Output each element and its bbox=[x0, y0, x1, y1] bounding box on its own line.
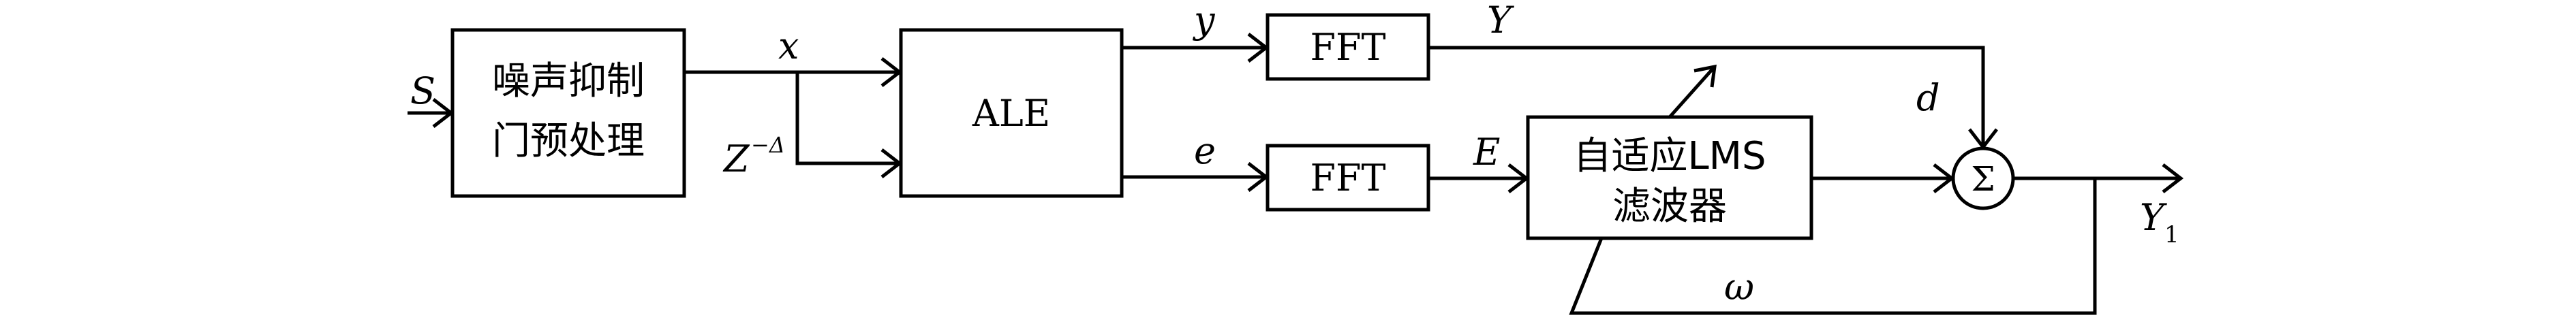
fft-bottom-label: FFT bbox=[1310, 157, 1386, 199]
Y-to-summer-path bbox=[1428, 46, 1998, 150]
ale-label: ALE bbox=[972, 92, 1050, 135]
adaptive-lms-filter-block: 自适应LMS 滤波器 bbox=[1526, 115, 1813, 240]
noise-suppression-label-line2: 门预处理 bbox=[492, 119, 645, 163]
adaptive-lms-label-line1: 自适应LMS bbox=[1573, 134, 1766, 178]
lms-to-summer-path bbox=[1811, 163, 1955, 193]
signal-S-label: S bbox=[410, 69, 435, 112]
signal-E-label: E bbox=[1473, 131, 1500, 174]
output-subscript: 1 bbox=[2164, 221, 2179, 248]
fft-top-block: FFT bbox=[1266, 13, 1430, 81]
output-path bbox=[2014, 163, 2184, 193]
delay-base: Z bbox=[722, 137, 750, 180]
signal-y-label: y bbox=[1193, 0, 1216, 42]
fft-bottom-block: FFT bbox=[1266, 144, 1430, 212]
fft-top-label: FFT bbox=[1310, 26, 1386, 69]
e-signal-path bbox=[1122, 162, 1270, 192]
signal-e-label: e bbox=[1194, 129, 1216, 172]
signal-Y-label: Y bbox=[1487, 0, 1514, 42]
E-signal-path bbox=[1428, 163, 1530, 193]
delay-label: Z −Δ bbox=[722, 132, 785, 180]
sigma-symbol: Σ bbox=[1971, 159, 1995, 199]
adaptive-lms-label-line2: 滤波器 bbox=[1612, 184, 1727, 229]
ale-block: ALE bbox=[899, 28, 1124, 198]
signal-omega-label: ω bbox=[1724, 265, 1754, 308]
output-Y-base: Y bbox=[2140, 196, 2167, 239]
adaptation-arrow bbox=[1668, 64, 1717, 118]
summing-junction: Σ bbox=[1951, 146, 2015, 210]
signal-x-label: x bbox=[778, 25, 799, 67]
y-signal-path bbox=[1122, 33, 1270, 63]
signal-d-label: d bbox=[1916, 76, 1940, 119]
delay-exponent: −Δ bbox=[751, 132, 785, 158]
noise-suppression-label-line1: 噪声抑制 bbox=[492, 59, 645, 103]
x-signal-path bbox=[684, 57, 903, 178]
noise-suppression-block: 噪声抑制 门预处理 bbox=[450, 28, 686, 198]
feedback-omega-path bbox=[1569, 178, 2097, 315]
output-Y1-label: Y 1 bbox=[2140, 196, 2179, 248]
input-s-arrow bbox=[408, 98, 455, 128]
